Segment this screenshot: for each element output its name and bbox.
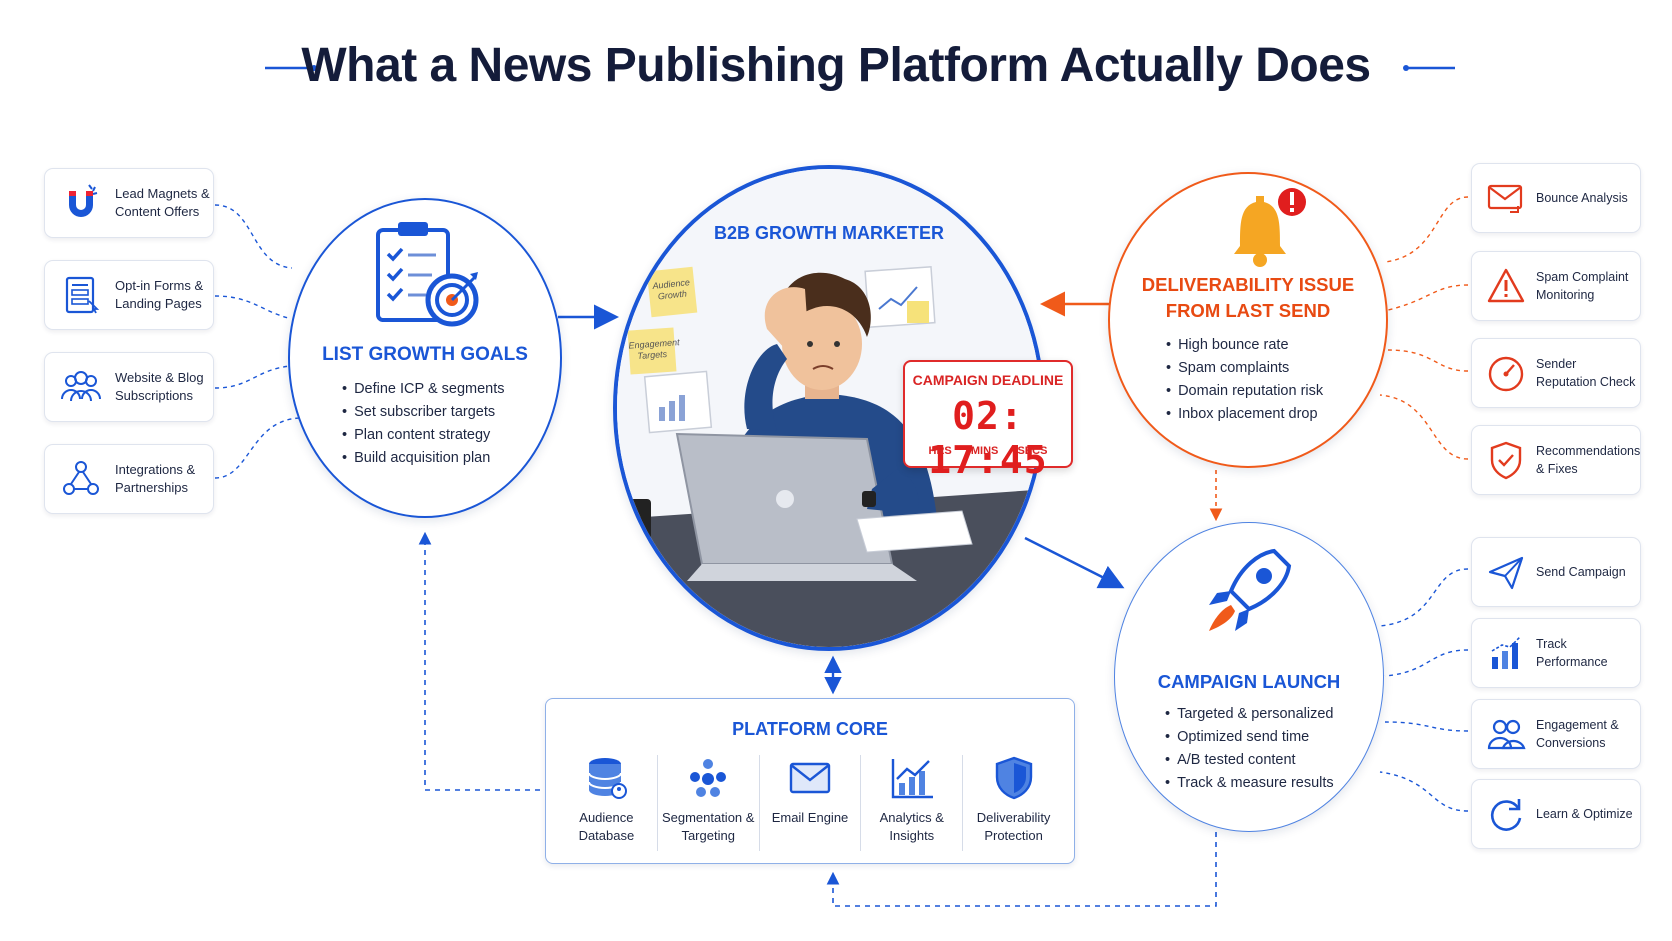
- list-item: Set subscriber targets: [342, 401, 505, 424]
- source-card-integrations[interactable]: Integrations & Partnerships: [44, 444, 214, 514]
- goals-title: LIST GROWTH GOALS: [322, 344, 528, 365]
- list-item: Domain reputation risk: [1166, 380, 1323, 403]
- deliverability-issue-circle: DELIVERABILITY ISSUE FROM LAST SEND High…: [1108, 172, 1388, 468]
- segment-icon: [690, 759, 727, 797]
- source-card-lead-magnets[interactable]: Lead Magnets & Content Offers: [44, 168, 214, 238]
- core-item-label: Deliverability Protection: [976, 810, 1051, 843]
- network-icon: [63, 461, 99, 495]
- bar-chart-icon: [1491, 636, 1521, 669]
- launch-title: CAMPAIGN LAUNCH: [1157, 671, 1341, 692]
- campaign-deadline-timer: CAMPAIGN DEADLINE 02: 17:45 HRS MINS SEC…: [903, 360, 1073, 482]
- source-label: Integrations & Partnerships: [115, 462, 196, 495]
- clipboard-target-icon: [376, 222, 479, 327]
- list-item: High bounce rate: [1166, 334, 1323, 357]
- deadline-units: HRS MINS SECS: [905, 445, 1071, 457]
- core-item-audience-database[interactable]: Audience Database: [556, 755, 657, 851]
- rocket-icon: [1209, 548, 1292, 631]
- campaign-launch-circle: CAMPAIGN LAUNCH Targeted & personalized …: [1114, 522, 1384, 832]
- paper-plane-icon: [1488, 556, 1524, 590]
- refresh-icon: [1490, 799, 1522, 831]
- core-item-label: Email Engine: [771, 810, 849, 825]
- launch-bullets: Targeted & personalized Optimized send t…: [1165, 703, 1334, 795]
- shield-icon: [995, 756, 1032, 800]
- core-item-deliverability-protection[interactable]: Deliverability Protection: [962, 755, 1064, 851]
- deliverability-bullets: High bounce rate Spam complaints Domain …: [1166, 334, 1323, 426]
- list-item: Spam complaints: [1166, 357, 1323, 380]
- tool-label: Track Performance: [1536, 637, 1608, 669]
- tool-card-bounce-analysis[interactable]: Bounce Analysis: [1471, 163, 1641, 233]
- tool-card-learn-optimize[interactable]: Learn & Optimize: [1471, 779, 1641, 849]
- unit-seconds: SECS: [1017, 445, 1048, 457]
- sticky-note-engagement-targets: Engagement Targets: [627, 327, 680, 375]
- list-item: Define ICP & segments: [342, 378, 504, 401]
- email-icon: [789, 762, 831, 794]
- people-icon: [61, 371, 101, 402]
- page-title: What a News Publishing Platform Actually…: [301, 39, 1371, 92]
- source-label: Lead Magnets & Content Offers: [115, 186, 210, 219]
- list-growth-goals-circle: LIST GROWTH GOALS Define ICP & segments …: [288, 198, 562, 518]
- list-item: Optimized send time: [1165, 726, 1334, 749]
- envelope-bounce-icon: [1487, 184, 1523, 213]
- database-icon: [588, 758, 628, 799]
- deadline-title: CAMPAIGN DEADLINE: [912, 372, 1064, 388]
- tool-card-engagement[interactable]: Engagement & Conversions: [1471, 699, 1641, 769]
- form-icon: [65, 276, 100, 314]
- tool-card-send-campaign[interactable]: Send Campaign: [1471, 537, 1641, 607]
- source-card-optin-forms[interactable]: Opt-in Forms & Landing Pages: [44, 260, 214, 330]
- list-item: Build acquisition plan: [342, 447, 505, 470]
- core-items: Audience Database Segmentation & Targeti…: [556, 755, 1064, 851]
- bell-alert-icon: [1234, 188, 1306, 267]
- tool-card-spam-monitoring[interactable]: Spam Complaint Monitoring: [1471, 251, 1641, 321]
- core-item-email-engine[interactable]: Email Engine: [758, 755, 861, 851]
- core-item-label: Audience Database: [578, 810, 635, 843]
- tool-card-track-performance[interactable]: Track Performance: [1471, 618, 1641, 688]
- source-label: Website & Blog Subscriptions: [115, 370, 204, 403]
- list-item: Plan content strategy: [342, 424, 505, 447]
- magnet-icon: [69, 184, 98, 217]
- warning-icon: [1487, 268, 1525, 303]
- users-icon: [1487, 719, 1526, 750]
- core-item-label: Segmentation & Targeting: [661, 810, 755, 843]
- unit-minutes: MINS: [970, 445, 999, 457]
- source-card-website-blog[interactable]: Website & Blog Subscriptions: [44, 352, 214, 422]
- tool-card-sender-reputation[interactable]: Sender Reputation Check: [1471, 338, 1641, 408]
- deliverability-title-line1: DELIVERABILITY ISSUE: [1141, 274, 1355, 295]
- core-item-analytics[interactable]: Analytics & Insights: [860, 755, 962, 851]
- sticky-note-audience-growth: Audience Growth: [646, 266, 698, 318]
- tool-label: Spam Complaint Monitoring: [1536, 270, 1629, 302]
- list-item: A/B tested content: [1165, 749, 1334, 772]
- analytics-icon: [891, 759, 933, 799]
- gauge-icon: [1488, 356, 1524, 392]
- core-item-label: Analytics & Insights: [879, 810, 944, 843]
- marketer-title: B2B GROWTH MARKETER: [714, 223, 944, 243]
- unit-hours: HRS: [928, 445, 952, 457]
- shield-check-icon: [1490, 441, 1522, 480]
- deadline-countdown: 02: 17:45: [928, 394, 1048, 482]
- tool-label: Bounce Analysis: [1536, 191, 1628, 205]
- core-title: PLATFORM CORE: [732, 719, 888, 739]
- deliverability-title-line2: FROM LAST SEND: [1165, 300, 1331, 321]
- tool-label: Learn & Optimize: [1536, 807, 1633, 821]
- list-item: Inbox placement drop: [1166, 403, 1323, 426]
- tool-label: Send Campaign: [1536, 565, 1626, 579]
- tool-label: Sender Reputation Check: [1536, 357, 1636, 389]
- list-item: Targeted & personalized: [1165, 703, 1334, 726]
- list-item: Track & measure results: [1165, 772, 1334, 795]
- tool-card-recommendations[interactable]: Recommendations & Fixes: [1471, 425, 1641, 495]
- tool-label: Recommendations & Fixes: [1536, 444, 1641, 476]
- tool-label: Engagement & Conversions: [1536, 718, 1619, 750]
- platform-core-panel: PLATFORM CORE Audience Database Segmenta…: [545, 698, 1075, 864]
- core-item-segmentation[interactable]: Segmentation & Targeting: [656, 755, 759, 851]
- source-label: Opt-in Forms & Landing Pages: [115, 278, 204, 311]
- goals-bullets: Define ICP & segments Set subscriber tar…: [342, 378, 505, 470]
